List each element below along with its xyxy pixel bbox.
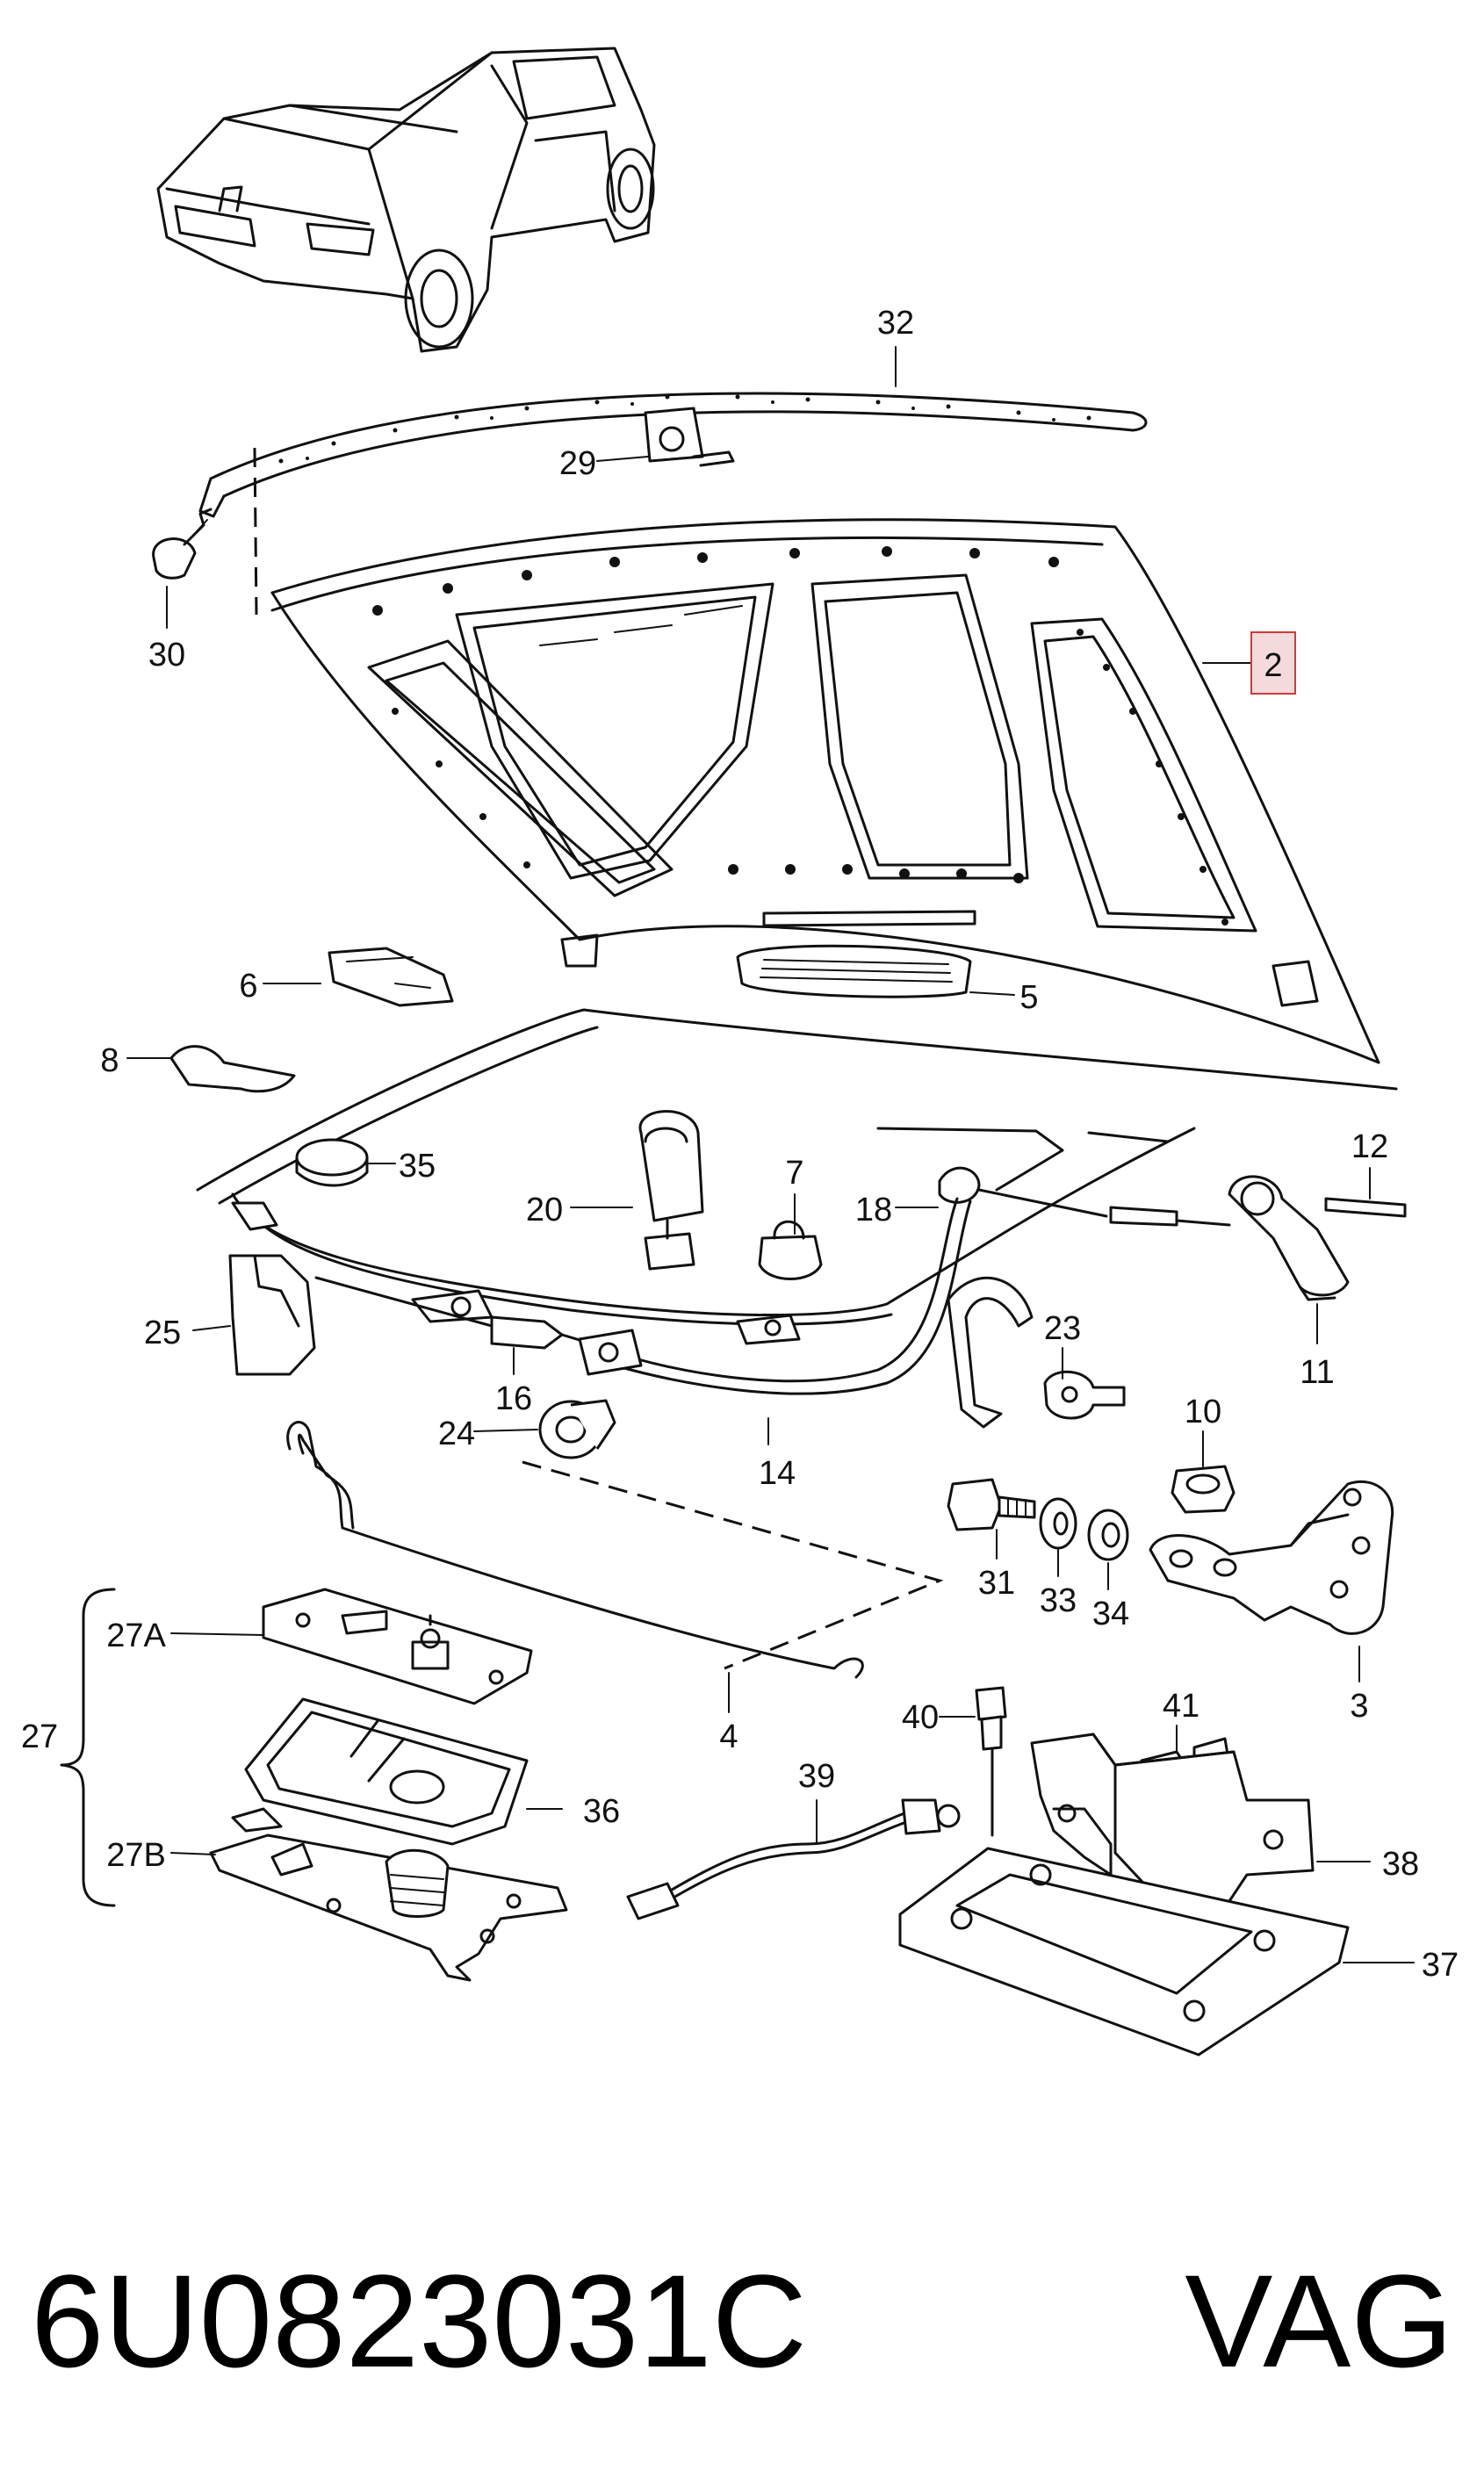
callout-2[interactable]: 2: [1202, 631, 1296, 695]
part-10: [1171, 1465, 1235, 1514]
callout-11[interactable]: 11: [1300, 1354, 1334, 1391]
part-39: [626, 1798, 961, 1920]
part-11: [1228, 1175, 1350, 1301]
callout-34[interactable]: 34: [1092, 1596, 1129, 1632]
callout-12[interactable]: 12: [1351, 1128, 1388, 1165]
part-27b: [209, 1807, 568, 1982]
cable-14: [613, 1166, 1231, 1395]
part-4: [286, 1421, 864, 1679]
callout-36[interactable]: 36: [583, 1793, 620, 1830]
clip-30: [152, 508, 213, 580]
callout-16[interactable]: 16: [495, 1380, 532, 1417]
bracket-27: [60, 1588, 116, 1907]
part-27a: [262, 1588, 533, 1705]
callout-18[interactable]: 18: [855, 1192, 892, 1228]
callout-2-highlight: [1250, 631, 1296, 695]
callout-7[interactable]: 7: [785, 1155, 803, 1192]
callout-25[interactable]: 25: [144, 1315, 181, 1351]
callout-6[interactable]: 6: [239, 968, 257, 1005]
part-12: [1324, 1197, 1407, 1218]
bonnet-panel: [270, 518, 1380, 1064]
callout-10[interactable]: 10: [1185, 1394, 1221, 1430]
part-34: [1087, 1509, 1129, 1561]
part-5: [736, 944, 972, 998]
part-3: [1149, 1480, 1394, 1635]
callout-35[interactable]: 35: [399, 1148, 436, 1185]
callout-39[interactable]: 39: [798, 1758, 835, 1795]
caption: 6U0823031C VAG: [31, 2247, 1453, 2395]
part-6: [328, 947, 454, 1007]
callout-14[interactable]: 14: [759, 1455, 796, 1492]
part-36: [244, 1697, 529, 1846]
callout-27a[interactable]: 27A: [106, 1617, 166, 1654]
part-20: [638, 1110, 704, 1271]
part-31: [947, 1478, 1036, 1531]
bracket-29: [644, 407, 735, 467]
part-40: [975, 1686, 1007, 1837]
callout-41[interactable]: 41: [1163, 1688, 1199, 1725]
callout-30[interactable]: 30: [148, 637, 185, 674]
part-25: [228, 1254, 316, 1376]
callout-23[interactable]: 23: [1044, 1310, 1081, 1347]
part-16: [314, 1276, 643, 1376]
callout-8[interactable]: 8: [100, 1042, 119, 1079]
callout-27[interactable]: 27: [21, 1718, 58, 1755]
brand-name: VAG: [1185, 2247, 1453, 2395]
callout-3[interactable]: 3: [1350, 1688, 1368, 1725]
callout-24[interactable]: 24: [438, 1416, 475, 1452]
body-outline: [196, 1008, 1398, 1345]
part-38: [1030, 1733, 1315, 1920]
part-35: [295, 1138, 396, 1187]
callout-labels: 32 29 30 6 5 8 35 20 7 18 12 25 16 11 23…: [21, 305, 1459, 1984]
leader-lines: [126, 346, 1415, 1963]
callout-31[interactable]: 31: [978, 1565, 1015, 1602]
callout-33[interactable]: 33: [1040, 1582, 1077, 1619]
car-illustration: [156, 47, 656, 353]
part-23: [947, 1276, 1126, 1429]
part-8: [169, 1045, 296, 1093]
part-33: [1039, 1497, 1077, 1550]
callout-20[interactable]: 20: [526, 1192, 563, 1228]
callout-37[interactable]: 37: [1422, 1947, 1459, 1984]
part-24: [538, 1399, 616, 1459]
callout-32[interactable]: 32: [877, 305, 914, 342]
part-7: [758, 1220, 823, 1280]
callout-29[interactable]: 29: [559, 445, 596, 482]
part-number: 6U0823031C: [31, 2247, 807, 2395]
callout-38[interactable]: 38: [1382, 1846, 1419, 1883]
callout-40[interactable]: 40: [902, 1699, 939, 1736]
callout-5[interactable]: 5: [1019, 979, 1038, 1016]
callout-4[interactable]: 4: [719, 1718, 738, 1755]
seal-strip: [198, 392, 1148, 518]
callout-27b[interactable]: 27B: [106, 1837, 166, 1874]
part-37: [898, 1847, 1350, 2057]
callout-2-label: 2: [1264, 647, 1282, 684]
dashed-guide: [253, 447, 944, 1670]
